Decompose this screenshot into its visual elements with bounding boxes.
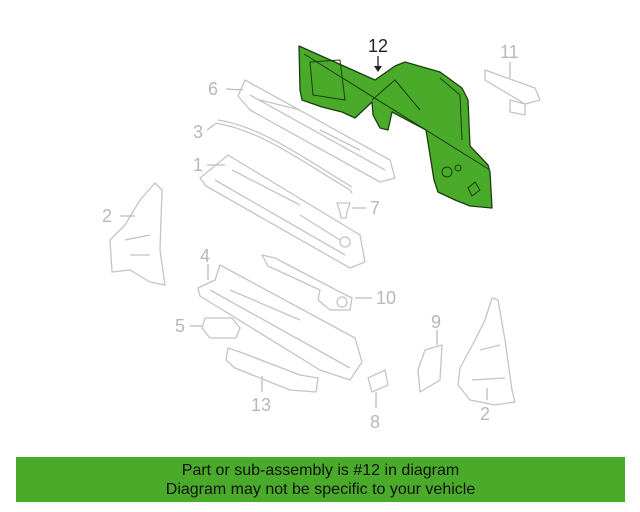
part-7[interactable]: 7 [336, 198, 380, 219]
part-9[interactable]: 9 [417, 312, 443, 393]
part-12-dash-panel[interactable]: 12 [298, 36, 493, 209]
callout-6[interactable]: 6 [208, 79, 218, 99]
part-11[interactable]: 11 [484, 42, 541, 116]
part-8[interactable]: 8 [367, 369, 389, 432]
callout-2-left[interactable]: 2 [102, 206, 112, 226]
callout-10[interactable]: 10 [376, 288, 396, 308]
callout-9[interactable]: 9 [431, 312, 441, 332]
part-10[interactable]: 10 [261, 254, 396, 311]
banner-line-1: Part or sub-assembly is #12 in diagram [181, 462, 460, 479]
callout-4[interactable]: 4 [200, 246, 210, 266]
callout-12[interactable]: 12 [368, 36, 388, 56]
part-2-right[interactable]: 2 [457, 297, 516, 424]
part-info-banner: Part or sub-assembly is #12 in diagram D… [16, 457, 625, 502]
part-6[interactable]: 6 [208, 79, 396, 183]
callout-5[interactable]: 5 [175, 316, 185, 336]
callout-3[interactable]: 3 [193, 122, 203, 142]
part-2-left[interactable]: 2 [102, 182, 166, 286]
banner-line-2: Diagram may not be specific to your vehi… [165, 481, 476, 498]
callout-13[interactable]: 13 [251, 395, 271, 415]
callout-7[interactable]: 7 [370, 198, 380, 218]
parts-diagram: 6 3 1 7 2 4 10 [102, 36, 541, 432]
callout-11[interactable]: 11 [500, 42, 519, 62]
callout-1[interactable]: 1 [193, 155, 203, 175]
part-4[interactable]: 4 [197, 246, 363, 381]
part-5[interactable]: 5 [175, 316, 241, 339]
part-1[interactable]: 1 [193, 154, 366, 269]
callout-8[interactable]: 8 [370, 412, 380, 432]
callout-2-right[interactable]: 2 [480, 404, 490, 424]
part-13[interactable]: 13 [225, 347, 319, 415]
part-3[interactable]: 3 [193, 119, 353, 194]
